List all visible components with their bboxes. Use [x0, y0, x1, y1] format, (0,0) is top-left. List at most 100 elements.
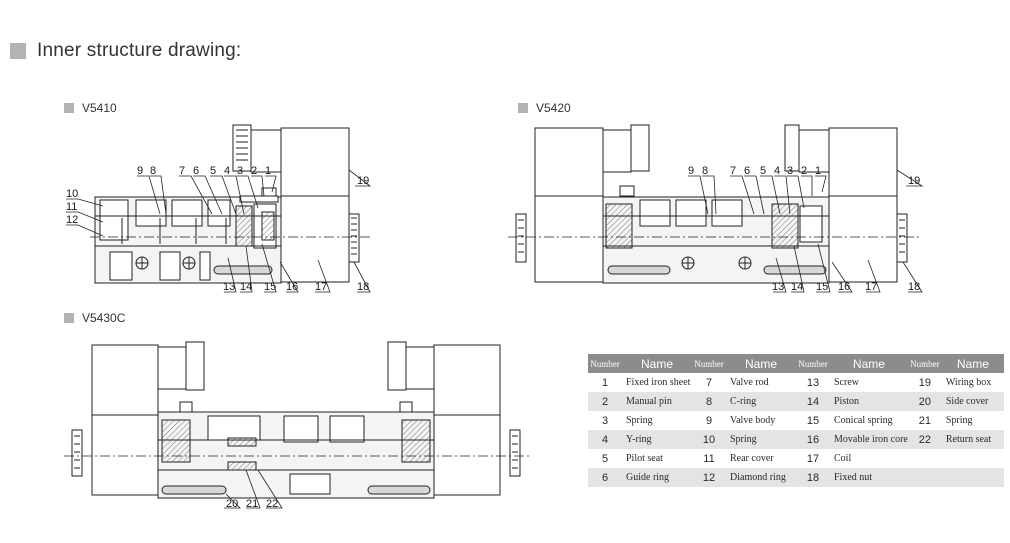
part-name: Valve rod: [730, 377, 769, 388]
part-number: 3: [601, 414, 609, 427]
callout-label: 4: [224, 165, 230, 177]
callout-label: 20: [226, 498, 238, 510]
callout-label: 4: [774, 165, 780, 177]
table-row: 6 Guide ring 12 Diamond ring 18 Fixed nu…: [588, 468, 1004, 487]
part-name: [941, 468, 1004, 487]
model-label-v5420: V5420: [518, 101, 571, 115]
part-name: Valve body: [730, 415, 776, 426]
callout-label: 1: [815, 165, 821, 177]
callout-label: 9: [688, 165, 694, 177]
callout-label: 6: [193, 165, 199, 177]
header-name: Name: [622, 354, 692, 373]
part-number: 15: [806, 414, 820, 427]
part-name: Manual pin: [622, 392, 692, 411]
part-name: Coil: [834, 453, 852, 464]
callout-label: 8: [702, 165, 708, 177]
table-row: 2 Manual pin 8 C-ring 14 Piston 20 Side …: [588, 392, 1004, 411]
part-number: 19: [918, 376, 931, 389]
part-number: 4: [588, 430, 622, 449]
callout-label: 12: [66, 214, 78, 226]
part-name: C-ring: [726, 392, 796, 411]
part-name: Pilot seat: [626, 453, 663, 464]
model-bullet-icon: [518, 103, 528, 113]
part-number: 9: [705, 414, 713, 427]
part-number: 20: [907, 392, 942, 411]
callout-label: 18: [908, 281, 920, 293]
part-name: Screw: [834, 377, 859, 388]
part-name: Spring: [626, 415, 653, 426]
section-heading: Inner structure drawing:: [10, 40, 241, 62]
callout-label: 2: [801, 165, 807, 177]
header-name: Name: [830, 354, 908, 373]
callout-label: 10: [66, 188, 78, 200]
callout-label: 6: [744, 165, 750, 177]
callout-label: 5: [210, 165, 216, 177]
header-number: Number: [588, 354, 622, 373]
part-name: [942, 449, 1004, 468]
header-number: Number: [796, 354, 830, 373]
part-number: 10: [692, 430, 726, 449]
part-number: 18: [796, 468, 830, 487]
part-name: Diamond ring: [726, 468, 796, 487]
callout-label: 17: [315, 281, 327, 293]
part-name: Conical spring: [834, 415, 893, 426]
callout-label: 3: [237, 165, 243, 177]
callout-label: 19: [357, 175, 369, 187]
part-name: Movable iron core: [830, 430, 908, 449]
part-name: Y-ring: [622, 430, 692, 449]
callout-label: 7: [179, 165, 185, 177]
part-number: 16: [796, 430, 830, 449]
part-number: 7: [705, 376, 713, 389]
model-label-v5410: V5410: [64, 101, 117, 115]
callout-label: 16: [286, 281, 298, 293]
callout-label: 21: [246, 498, 258, 510]
part-number: 21: [918, 414, 931, 427]
part-name: Spring: [945, 415, 973, 426]
callout-label: 18: [357, 281, 369, 293]
part-name: Spring: [726, 430, 796, 449]
callout-label: 5: [760, 165, 766, 177]
part-number: [907, 468, 942, 487]
part-number: 12: [692, 468, 726, 487]
part-name: Fixed iron sheet: [626, 377, 691, 388]
part-name: Rear cover: [730, 453, 774, 464]
callouts-v5420: 9 8 7 6 5 4 3 2 1 13 14 15 16 17 18 19: [688, 165, 920, 293]
callout-label: 9: [137, 165, 143, 177]
table-header-row: Number Name Number Name Number Name Numb…: [588, 354, 1004, 373]
callouts-v5410: 9 8 7 6 5 4 3 2 1 10 11 12 13 14 15 16 1…: [66, 165, 369, 293]
part-name: Piston: [830, 392, 908, 411]
drawing-v5410: [66, 124, 372, 293]
callout-label: 3: [787, 165, 793, 177]
callouts-v5430c: 20 21 22: [226, 498, 278, 510]
table-row: 3 Spring 9 Valve body 15 Conical spring …: [588, 411, 1004, 430]
header-number: Number: [692, 354, 726, 373]
callout-label: 17: [865, 281, 877, 293]
drawing-v5430c: [64, 341, 530, 509]
callout-label: 14: [791, 281, 803, 293]
part-number: 2: [588, 392, 622, 411]
table-row: 5 Pilot seat 11 Rear cover 17 Coil: [588, 449, 1004, 468]
part-name: Guide ring: [622, 468, 692, 487]
model-bullet-icon: [64, 313, 74, 323]
part-name: Return seat: [941, 430, 1004, 449]
heading-bullet-icon: [10, 43, 26, 59]
drawing-v5420: [508, 124, 924, 293]
callout-label: 14: [240, 281, 252, 293]
callout-label: 2: [251, 165, 257, 177]
part-number: [908, 449, 942, 468]
callout-label: 11: [66, 201, 77, 213]
part-number: 11: [703, 452, 715, 465]
part-number: 13: [806, 376, 820, 389]
part-number: 1: [601, 376, 609, 389]
part-name: Fixed nut: [830, 468, 908, 487]
part-number: 22: [907, 430, 942, 449]
callout-label: 8: [150, 165, 156, 177]
model-bullet-icon: [64, 103, 74, 113]
callout-label: 13: [223, 281, 235, 293]
callout-label: 22: [266, 498, 278, 510]
part-number: 17: [806, 452, 820, 465]
part-number: 6: [588, 468, 622, 487]
parts-table: Number Name Number Name Number Name Numb…: [588, 354, 1004, 487]
model-label-v5430c: V5430C: [64, 311, 125, 325]
callout-label: 15: [816, 281, 828, 293]
